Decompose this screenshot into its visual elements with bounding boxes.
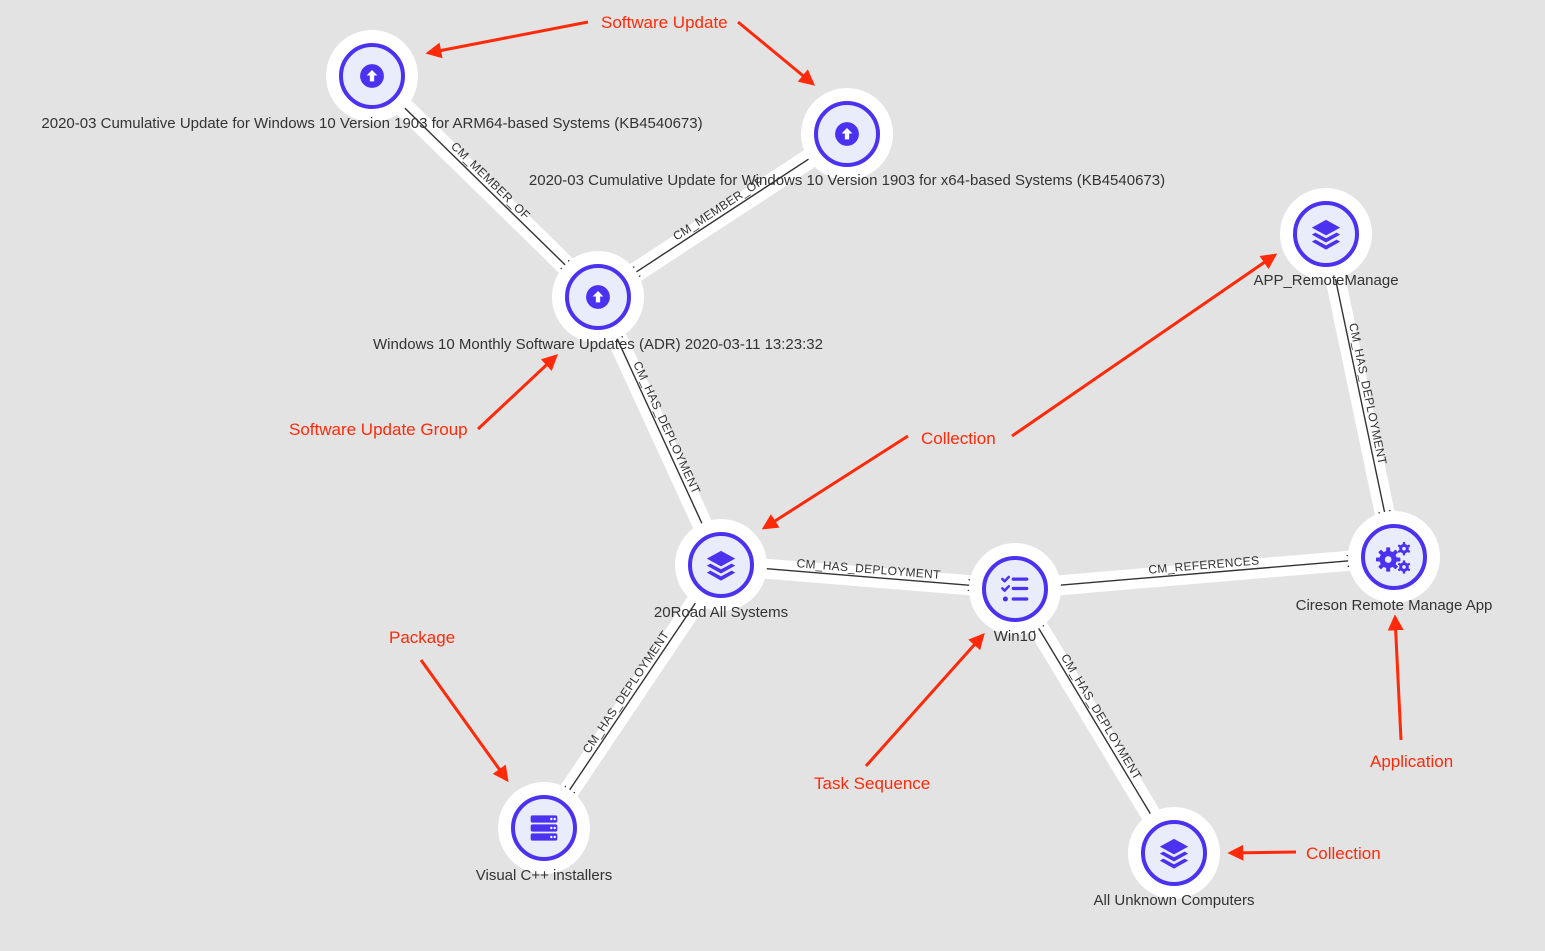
annotation-arrow: [737, 20, 816, 86]
node-label: 2020-03 Cumulative Update for Windows 10…: [41, 115, 702, 132]
node-label: Cireson Remote Manage App: [1296, 597, 1493, 614]
node-label: Visual C++ installers: [476, 867, 612, 884]
edge-label: CM_HAS_DEPLOYMENT: [630, 359, 703, 496]
node-win10[interactable]: Win10: [969, 543, 1061, 645]
annotation-arrow: [1387, 614, 1404, 741]
edge-label: CM_MEMBER_OF: [448, 139, 533, 222]
annotation-software-update: Software Update: [601, 13, 728, 32]
annotation-arrow: [1011, 253, 1278, 438]
upload-icon: [586, 285, 610, 309]
edge-halos: [362, 66, 1404, 863]
edge-label: CM_HAS_DEPLOYMENT: [580, 628, 672, 756]
node-label: Windows 10 Monthly Software Updates (ADR…: [373, 336, 823, 353]
annotation-collection-top: Collection: [921, 429, 996, 448]
nodes-layer: 2020-03 Cumulative Update for Windows 10…: [41, 30, 1492, 909]
annotation-arrow: [476, 354, 558, 431]
node-kb-arm64[interactable]: 2020-03 Cumulative Update for Windows 10…: [41, 30, 703, 132]
node-visual-cpp-installers[interactable]: Visual C++ installers: [476, 782, 612, 884]
node-label: All Unknown Computers: [1094, 892, 1255, 909]
node-label: 20Road All Systems: [654, 604, 788, 621]
node-all-unknown-computers[interactable]: All Unknown Computers: [1094, 807, 1255, 909]
node-label: Win10: [994, 628, 1037, 645]
edge-kb_x64-to-sug[interactable]: [628, 153, 818, 278]
node-software-update-group[interactable]: Windows 10 Monthly Software Updates (ADR…: [373, 251, 823, 353]
annotation-collection-bottom: Collection: [1306, 844, 1381, 863]
annotation-task-sequence: Task Sequence: [814, 774, 930, 793]
edge-all_systems-to-win10[interactable]: [756, 567, 979, 586]
edge-all_systems-to-sug[interactable]: [613, 330, 707, 533]
upload-icon: [360, 64, 384, 88]
annotation-arrow: [425, 20, 589, 59]
server-stack-icon: [530, 815, 558, 841]
edge-label: CM_HAS_DEPLOYMENT: [1058, 651, 1145, 782]
node-20road-all-systems[interactable]: 20Road All Systems: [654, 519, 788, 621]
annotation-arrow: [1227, 844, 1297, 861]
node-cireson-remote-manage-app[interactable]: Cireson Remote Manage App: [1296, 511, 1493, 614]
annotations-layer: [419, 20, 1404, 861]
edge-all_systems-to-vcpp[interactable]: [564, 594, 702, 798]
edge-unknown-to-win10[interactable]: [1034, 620, 1157, 823]
node-kb-x64[interactable]: 2020-03 Cumulative Update for Windows 10…: [529, 88, 1165, 189]
node-app-remotemanage[interactable]: APP_RemoteManage: [1253, 188, 1399, 289]
annotation-package: Package: [389, 628, 455, 647]
edge-kb_arm64-to-sug[interactable]: [397, 100, 573, 272]
edge-win10-to-cireson[interactable]: [1050, 560, 1358, 587]
annotation-arrow: [761, 434, 909, 530]
upload-icon: [835, 122, 859, 146]
annotation-arrow: [864, 633, 985, 767]
task-list-icon: [1001, 575, 1030, 603]
edge-app_remote-to-cireson[interactable]: [1332, 269, 1386, 522]
node-label: APP_RemoteManage: [1253, 272, 1398, 289]
annotation-arrow: [419, 659, 509, 783]
annotation-application: Application: [1370, 752, 1453, 771]
node-label: 2020-03 Cumulative Update for Windows 10…: [529, 172, 1165, 189]
annotation-labels: Software Update Software Update Group Co…: [289, 13, 1453, 863]
annotation-software-update-group: Software Update Group: [289, 420, 468, 439]
